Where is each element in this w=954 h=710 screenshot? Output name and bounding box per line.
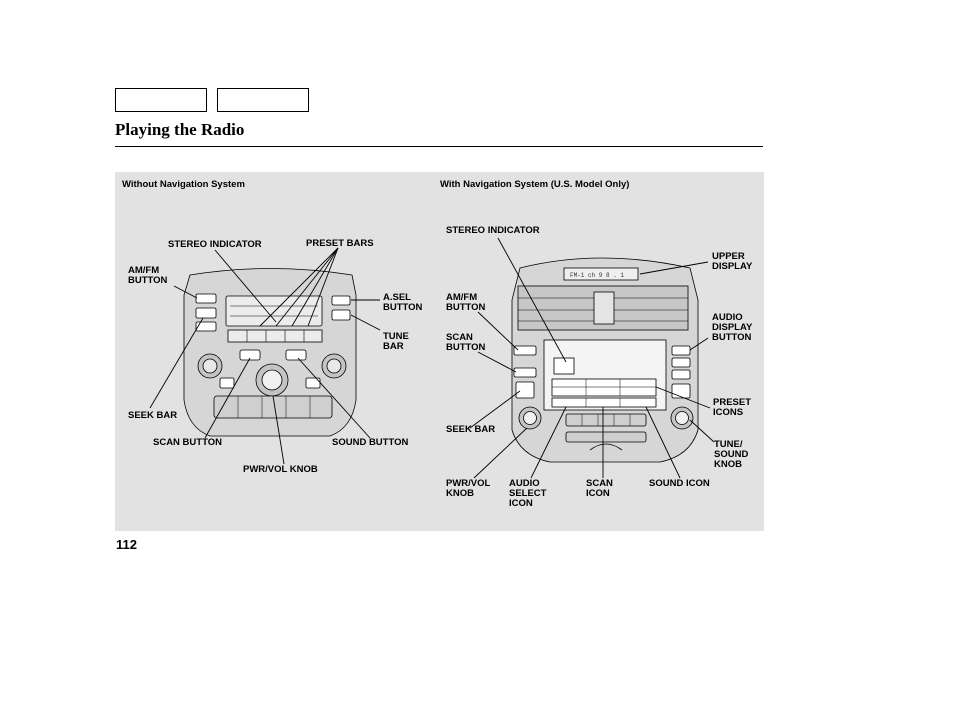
left-tune-button[interactable] [195,321,217,332]
left-stereo-indicator-label: STEREO INDICATOR [168,239,262,250]
left-scan-button[interactable] [239,349,261,361]
left-figure-caption: Without Navigation System [122,179,245,190]
left-seek-button[interactable] [195,307,217,319]
left-radio-unit [183,268,357,437]
section-tab-2[interactable] [217,88,309,112]
left-tune-bar-label: TUNE BAR [383,331,409,352]
right-am-fm-button-label: AM/FM BUTTON [446,292,486,313]
right-climate-row [565,413,647,427]
tune-sound-knob-label: TUNE/ SOUND KNOB [714,439,749,470]
left-asel-button[interactable] [331,295,351,306]
right-seek-bar-label: SEEK BAR [446,424,496,435]
title-rule [115,146,763,147]
left-seek-bar-label: SEEK BAR [128,410,178,421]
right-stereo-indicator-label: STEREO INDICATOR [446,225,540,236]
left-climate-row [213,395,333,419]
right-am-fm-button[interactable] [513,345,537,356]
right-scan-button[interactable] [513,367,537,378]
left-pwr-vol-knob-label: PWR/VOL KNOB [243,464,318,475]
page-title: Playing the Radio [115,120,245,139]
left-leader-lines [149,247,381,465]
left-am-fm-button[interactable] [195,293,217,304]
section-tab-1[interactable] [115,88,207,112]
left-display [225,295,323,327]
right-radio-unit: FM-1 ch 9 8 . 1 [511,257,699,463]
svg-text:FM-1 ch 9 8 . 1: FM-1 ch 9 8 . 1 [570,272,624,279]
scan-icon-label: SCAN ICON [586,478,613,499]
left-preset-bars-label: PRESET BARS [306,238,374,249]
upper-display [563,267,639,281]
left-am-fm-button-label: AM/FM BUTTON [128,265,168,286]
left-tune-bar[interactable] [331,309,351,321]
audio-select-icon-label: AUDIO SELECT ICON [509,478,547,509]
left-scan-button-label: SCAN BUTTON [153,437,222,448]
seek-area [553,357,575,375]
preset-icons-label: PRESET ICONS [713,397,752,418]
soft-key-row [551,397,657,408]
right-figure-caption: With Navigation System (U.S. Model Only) [440,179,630,190]
right-leader-lines [469,237,715,479]
page-number: 112 [116,537,137,552]
right-seek-bar[interactable] [515,381,535,399]
left-sound-button[interactable] [285,349,307,361]
preset-icons-box [551,378,657,397]
audio-display-button[interactable] [671,345,691,356]
left-a-sel-button-label: A.SEL BUTTON [383,292,423,313]
left-sound-button-label: SOUND BUTTON [332,437,409,448]
sound-icon-label: SOUND ICON [649,478,710,489]
right-pwr-vol-knob-label: PWR/VOL KNOB [446,478,491,499]
audio-display-button-label: AUDIO DISPLAY BUTTON [712,312,753,343]
right-scan-button-label: SCAN BUTTON [446,332,486,353]
left-preset-strip [227,329,323,343]
upper-display-label: UPPER DISPLAY [712,251,753,272]
